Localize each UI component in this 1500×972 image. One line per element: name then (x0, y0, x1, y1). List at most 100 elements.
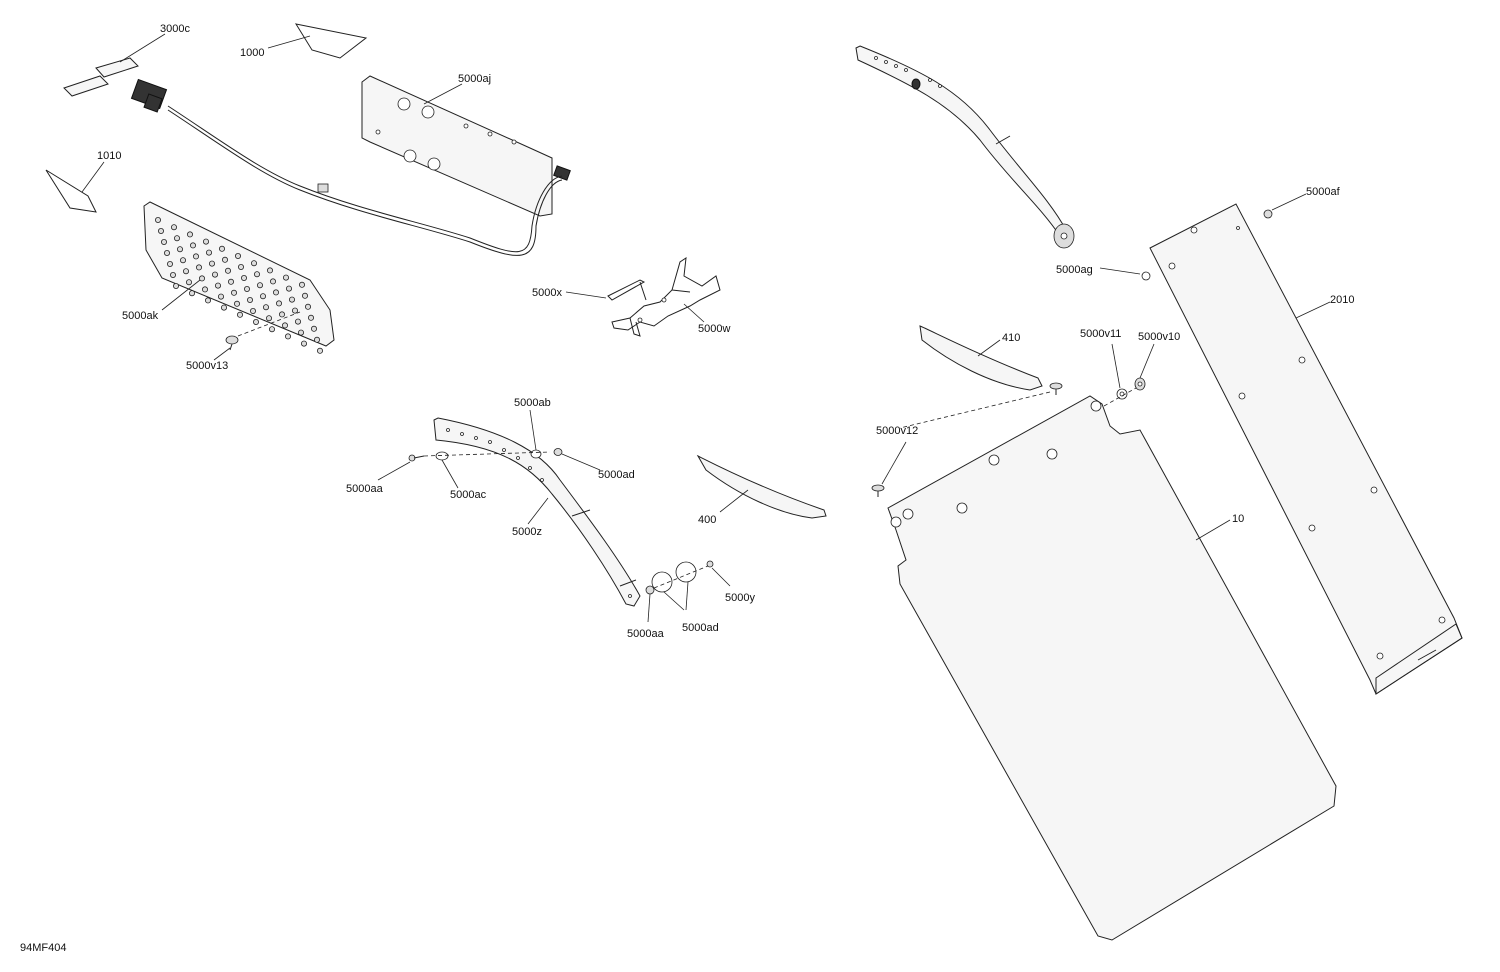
stud (234, 252, 241, 259)
callout-5000z: 5000z (512, 526, 542, 538)
stud (275, 300, 282, 307)
stud (154, 216, 161, 223)
stud (316, 347, 323, 354)
callout-1010: 1010 (97, 150, 121, 162)
stud (205, 249, 212, 256)
stud (230, 289, 237, 296)
callout-5000v12: 5000v12 (876, 425, 918, 437)
callout-2010: 2010 (1330, 294, 1354, 306)
stud (240, 274, 247, 281)
part-410-deflector (919, 325, 1043, 391)
stud (179, 257, 186, 264)
stud (262, 304, 269, 311)
stud (176, 246, 183, 253)
stud (160, 238, 167, 245)
part-10-mud-flap (887, 395, 1337, 941)
stud (185, 279, 192, 286)
callout-5000w: 5000w (698, 323, 730, 335)
callout-10: 10 (1232, 513, 1244, 525)
stud (188, 290, 195, 297)
part-400-deflector (696, 454, 827, 519)
part-5000v10-nut (1134, 377, 1146, 391)
stud (291, 307, 298, 314)
part-2010-panel (1149, 203, 1463, 695)
stud (252, 318, 259, 325)
stud (192, 253, 199, 260)
stud (211, 271, 218, 278)
callout-5000aa-1: 5000aa (346, 483, 384, 495)
part-5000aj-light-plate (361, 75, 571, 217)
callout-1000: 1000 (240, 47, 264, 59)
stud (227, 278, 234, 285)
stud (221, 256, 228, 263)
callout-5000aa-2: 5000y (725, 592, 755, 604)
stud (266, 267, 273, 274)
callout-5000y: 5000ad (682, 622, 719, 634)
stud (300, 340, 307, 347)
stud (224, 267, 231, 274)
part-5000w-bracket (611, 256, 721, 337)
stud (294, 318, 301, 325)
stud (172, 282, 179, 289)
stud (298, 281, 305, 288)
stud (246, 296, 253, 303)
stud (278, 311, 285, 318)
stud (233, 300, 240, 307)
stud (304, 303, 311, 310)
stud (202, 238, 209, 245)
stud (214, 282, 221, 289)
part-3000c-plates (63, 57, 139, 97)
stud (217, 293, 224, 300)
stud (307, 314, 314, 321)
stud (272, 289, 279, 296)
stud (195, 264, 202, 271)
callout-5000ag: 5000ag (1056, 264, 1093, 276)
drawing-reference-code: 94MF404 (20, 942, 67, 954)
part-5000aa-screw-2 (706, 560, 714, 568)
callout-5000v13: 5000v13 (186, 360, 228, 372)
stud (301, 292, 308, 299)
stud (285, 285, 292, 292)
callout-5000ad-2: 5000aa (627, 628, 665, 640)
callout-5000ak: 5000ak (122, 310, 159, 322)
part-5000v12-screw (871, 382, 1063, 497)
stud (313, 336, 320, 343)
callout-5000v10: 5000v10 (1138, 331, 1180, 343)
stud (265, 315, 272, 322)
callout-410: 410 (1002, 332, 1020, 344)
part-1000-decal (294, 23, 368, 59)
stud (250, 260, 257, 267)
part-wire-harness (130, 78, 563, 256)
stud (198, 275, 205, 282)
stud (284, 333, 291, 340)
stud (282, 274, 289, 281)
stud (166, 260, 173, 267)
stud (259, 293, 266, 300)
stud (243, 285, 250, 292)
stud (236, 311, 243, 318)
part-5000ad-nut-2 (645, 585, 655, 595)
stud (173, 235, 180, 242)
stud (169, 271, 176, 278)
stud (201, 286, 208, 293)
stud (256, 282, 263, 289)
stud (157, 227, 164, 234)
part-upper-curved-strip (855, 45, 1075, 249)
callout-5000v11: 5000v11 (1080, 328, 1121, 340)
callout-5000ab: 5000ab (514, 397, 551, 409)
stud (163, 249, 170, 256)
part-5000ab-washer (530, 449, 542, 459)
part-5000ac-washer (435, 451, 449, 461)
part-1010-decal (45, 169, 97, 213)
stud (253, 271, 260, 278)
callout-5000ac: 5000ac (450, 489, 487, 501)
stud (268, 326, 275, 333)
part-5000v13-screw (225, 335, 239, 351)
stud (189, 242, 196, 249)
part-5000ad-nut-1 (553, 448, 563, 456)
stud (288, 296, 295, 303)
callout-5000x: 5000x (532, 287, 562, 299)
stud (186, 231, 193, 238)
stud (281, 322, 288, 329)
